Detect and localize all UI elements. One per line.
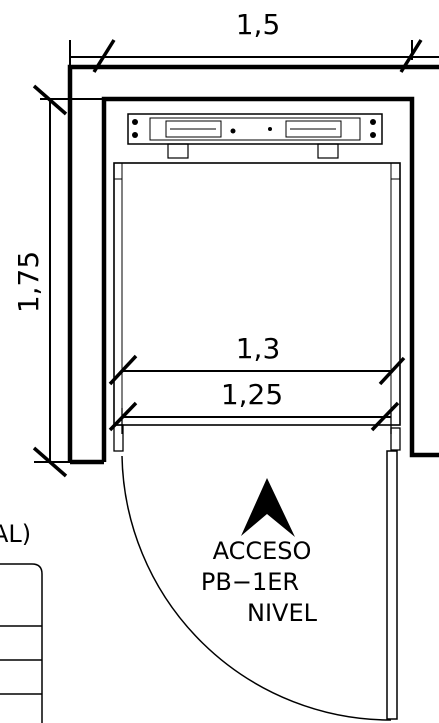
tick-mark bbox=[108, 401, 138, 432]
tick-mark bbox=[108, 354, 138, 386]
cabin bbox=[113, 162, 401, 452]
tick-mark bbox=[399, 39, 423, 73]
bolt-icon bbox=[230, 128, 236, 134]
access-label-line3: NIVEL bbox=[247, 599, 318, 627]
door-operator bbox=[127, 113, 383, 159]
dimension-inner bbox=[108, 354, 406, 386]
dimension-left-label: 1,75 bbox=[12, 251, 45, 313]
dimension-top-label: 1,5 bbox=[236, 8, 281, 41]
bolt-icon bbox=[370, 119, 376, 125]
inner-wall bbox=[101, 96, 439, 462]
dimension-door bbox=[108, 401, 400, 434]
tick-mark bbox=[92, 39, 116, 73]
dimension-door-label: 1,25 bbox=[221, 378, 283, 411]
dimension-inner-label: 1,3 bbox=[236, 332, 281, 365]
tick-mark bbox=[370, 401, 400, 432]
operator-bolts bbox=[132, 119, 376, 138]
dimension-left bbox=[32, 84, 104, 478]
tick-mark bbox=[32, 84, 68, 116]
side-fragment-label: AL) bbox=[0, 520, 31, 548]
swing-door bbox=[121, 450, 398, 721]
dimension-top bbox=[69, 39, 439, 73]
door-leaf bbox=[386, 450, 398, 720]
bolt-icon bbox=[132, 132, 138, 138]
side-table-fragment bbox=[0, 563, 43, 723]
access-label-line2: PB−1ER bbox=[201, 568, 299, 596]
tick-mark bbox=[32, 446, 68, 478]
access-arrow-icon bbox=[241, 478, 295, 537]
bolt-icon bbox=[268, 127, 272, 131]
access-label-line1: ACCESO bbox=[213, 537, 312, 565]
tick-mark bbox=[378, 356, 406, 386]
bolt-icon bbox=[370, 132, 376, 138]
bolt-icon bbox=[132, 119, 138, 125]
door-swing-arc bbox=[121, 455, 392, 721]
